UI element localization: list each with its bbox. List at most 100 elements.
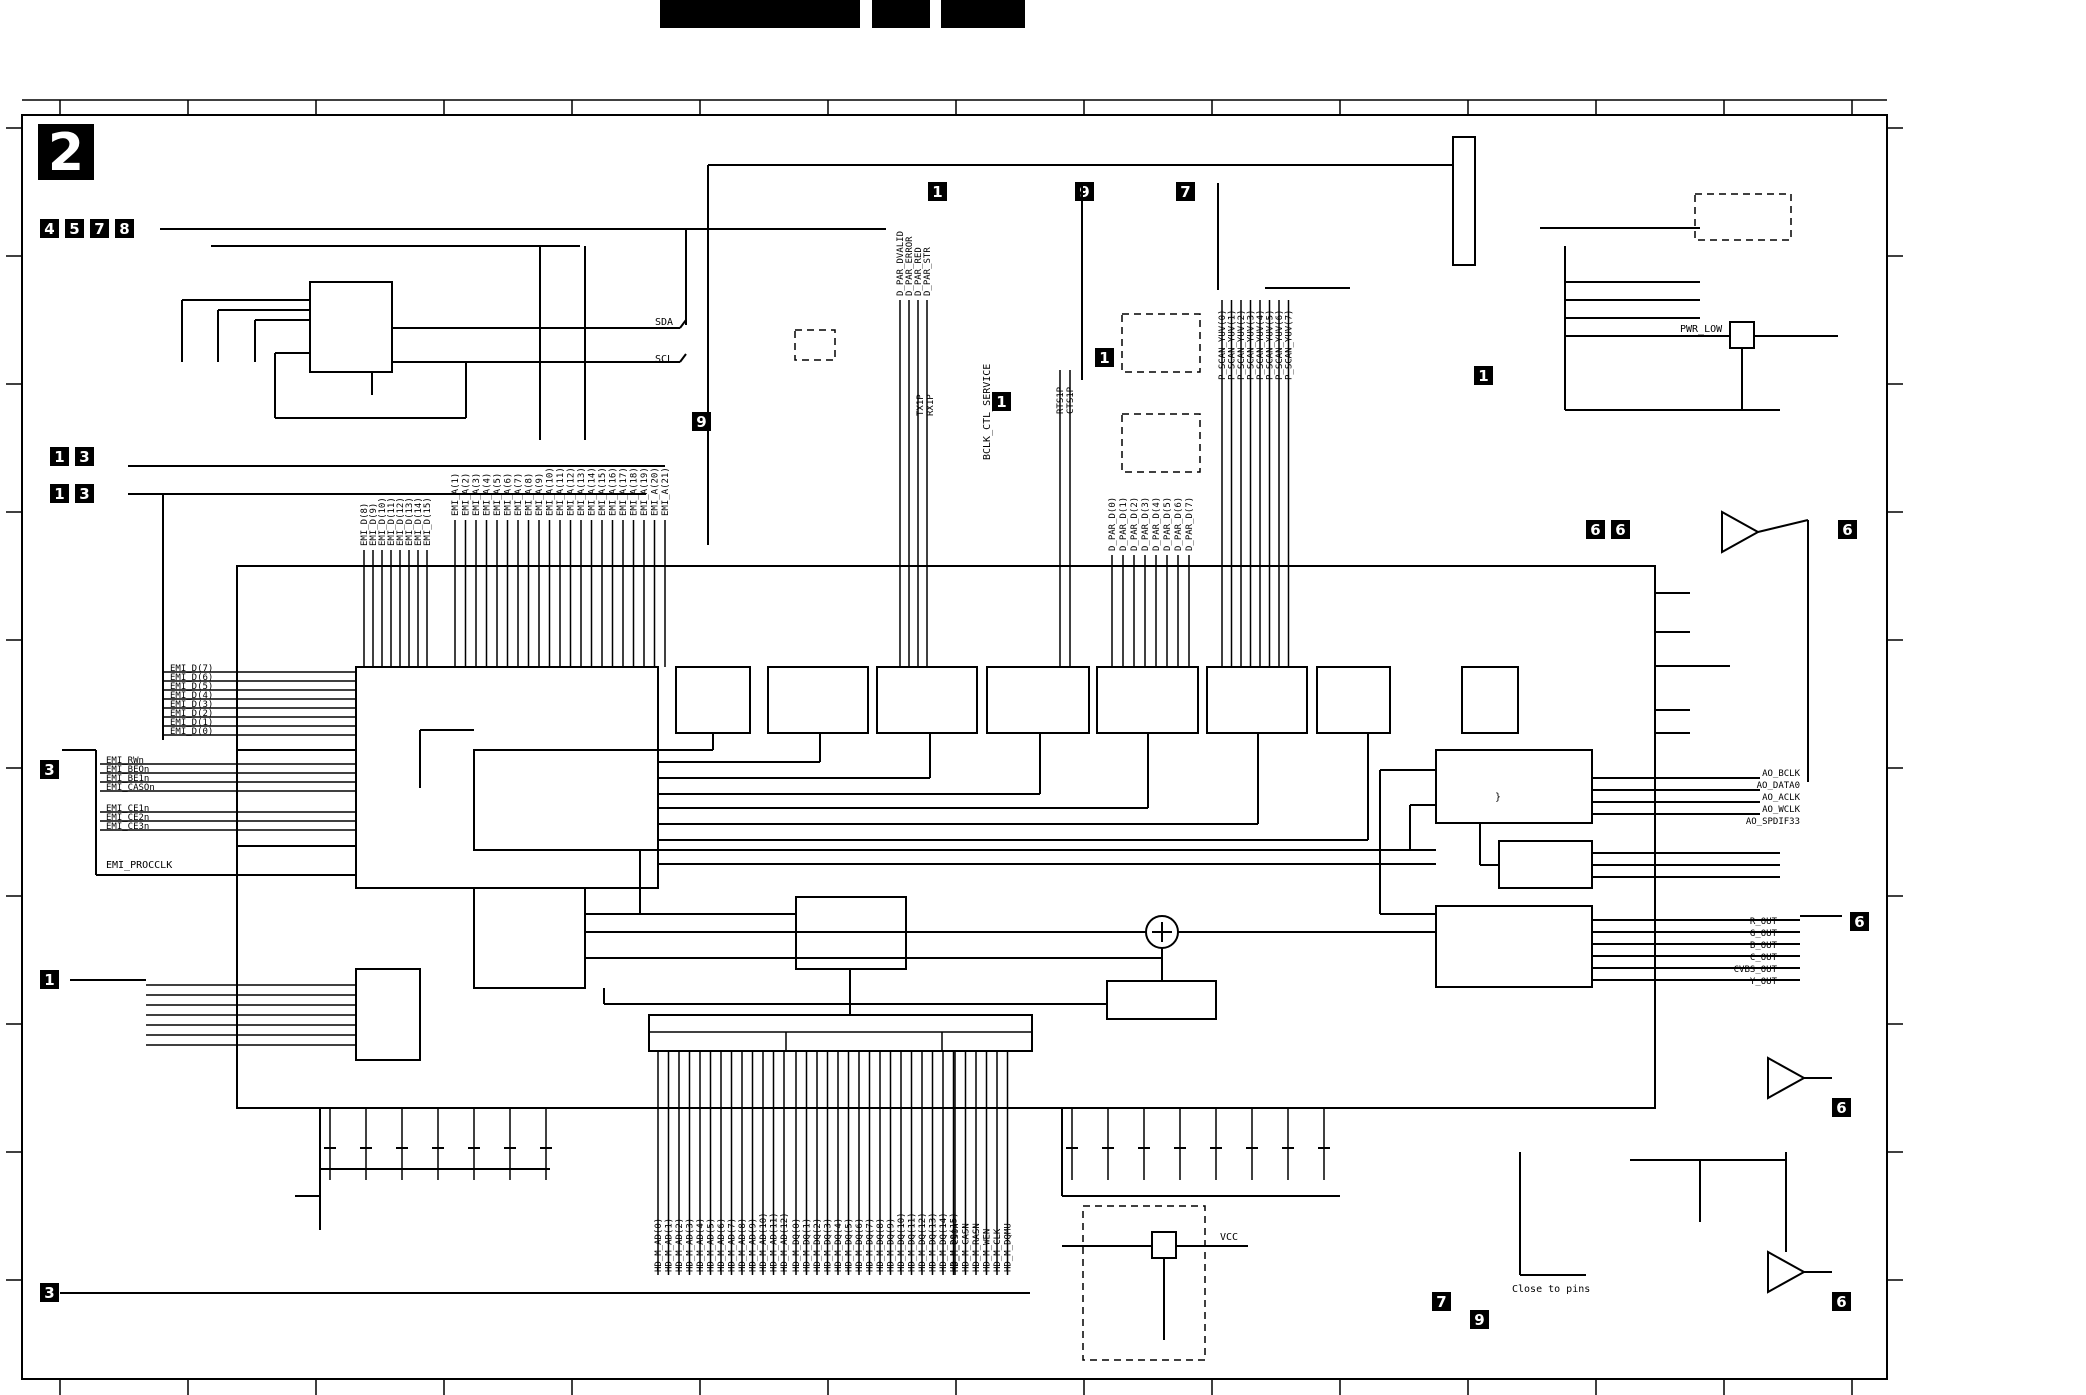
sdram-label: HD_M_AD(6) bbox=[717, 1218, 727, 1272]
badge-number: 6 bbox=[1590, 521, 1600, 539]
sdram-label: HD_M_DQ(0) bbox=[792, 1218, 802, 1272]
sdram-label: HD_M_CLK bbox=[993, 1228, 1003, 1272]
lmi-block bbox=[648, 1014, 1033, 1052]
badge-9-bottom: 9 bbox=[1470, 1310, 1489, 1329]
video-output-label: C_OUT bbox=[1750, 953, 1778, 963]
sdram-label: HD_M_CASN bbox=[962, 1223, 972, 1272]
resistor-array-outline-1 bbox=[1121, 313, 1201, 373]
video-output-label: B_OUT bbox=[1750, 941, 1778, 951]
emi-address-label: EMI_A(2) bbox=[462, 473, 472, 516]
badge-box bbox=[40, 970, 59, 989]
regulator-outline-top bbox=[1694, 193, 1792, 241]
emi-address-label: EMI_A(8) bbox=[525, 473, 535, 516]
badge-number: 1 bbox=[1099, 349, 1109, 367]
resistor-array-outline-2 bbox=[1121, 413, 1201, 473]
sdram-label: HD_M_AD(8) bbox=[738, 1218, 748, 1272]
badge-box bbox=[1075, 182, 1094, 201]
dpar-control-label: D_PAR_DVALID bbox=[896, 231, 906, 296]
dpar-data-label: D_PAR_D(1) bbox=[1119, 497, 1129, 551]
emi-address-label: EMI_A(11) bbox=[556, 467, 566, 516]
cross-reference-badges: 457819711191313166631366679 bbox=[40, 182, 1869, 1329]
badge-4578: 4 bbox=[40, 219, 59, 238]
emi-top-data-label: EMI_D(15) bbox=[423, 497, 433, 546]
sdram-label: HD_M_AD(3) bbox=[686, 1218, 696, 1272]
emi-top-data-label: EMI_D(10) bbox=[378, 497, 388, 546]
emi-top-data-label: EMI_D(8) bbox=[360, 503, 370, 546]
badge-number: 7 bbox=[1436, 1293, 1446, 1311]
badge-box bbox=[75, 484, 94, 503]
pio-block-8 bbox=[1461, 666, 1519, 734]
sdram-label: HD_M_WEN bbox=[983, 1229, 993, 1272]
badge-7-bottom: 7 bbox=[1432, 1292, 1451, 1311]
pio-block-2 bbox=[767, 666, 869, 734]
badge-box bbox=[992, 392, 1011, 411]
emi-address-label: EMI_A(13) bbox=[577, 467, 587, 516]
emi-address-label: EMI_A(17) bbox=[619, 467, 629, 516]
badge-box bbox=[1850, 912, 1869, 931]
sdram-label: HD_M_DQ(13) bbox=[929, 1212, 939, 1272]
badge-6-opamp1: 6 bbox=[1832, 1098, 1851, 1117]
badge-16-second: 6 bbox=[1611, 520, 1630, 539]
vcc-label: VCC bbox=[1220, 1232, 1238, 1243]
regulator-bottom bbox=[1151, 1231, 1177, 1259]
video-output-label: G_OUT bbox=[1750, 929, 1778, 939]
badge-box bbox=[928, 182, 947, 201]
video-output-label: R_OUT bbox=[1750, 917, 1778, 927]
sdram-label: HD_M_DQMU bbox=[1004, 1223, 1014, 1272]
sdram-label: HD_M_RASN bbox=[972, 1223, 982, 1272]
badge-number: 8 bbox=[119, 220, 129, 238]
small-block bbox=[355, 968, 421, 1061]
generated-labels: EMI_D(8)EMI_D(9)EMI_D(10)EMI_D(11)EMI_D(… bbox=[106, 231, 1801, 1272]
pscan-label: P_SCAN_YUV(2) bbox=[1237, 310, 1247, 380]
cpu-block bbox=[473, 887, 586, 989]
badge-number: 6 bbox=[1615, 521, 1625, 539]
emi-address-label: EMI_A(9) bbox=[535, 473, 545, 516]
badge-number: 1 bbox=[1478, 367, 1488, 385]
badge-1-mid: 1 bbox=[1095, 348, 1114, 367]
emi-address-label: EMI_A(7) bbox=[514, 473, 524, 516]
regulator-top bbox=[1729, 321, 1755, 349]
badge-number: 9 bbox=[696, 413, 706, 431]
dpar-data-label: D_PAR_D(7) bbox=[1185, 497, 1195, 551]
badge-box bbox=[1838, 520, 1857, 539]
badge-number: 7 bbox=[1180, 183, 1190, 201]
badge-number: 1 bbox=[54, 448, 64, 466]
badge-6-audio: 6 bbox=[1838, 520, 1857, 539]
sdram-label: HD_M_AD(9) bbox=[749, 1218, 759, 1272]
badge-9-top: 9 bbox=[1075, 182, 1094, 201]
sdram-label: HD_M_DQ(2) bbox=[813, 1218, 823, 1272]
badge-1-left: 1 bbox=[40, 970, 59, 989]
eeprom-chip bbox=[309, 281, 393, 373]
regulator-outline-bottom bbox=[1082, 1205, 1206, 1361]
pio-block-3 bbox=[876, 666, 978, 734]
connector-top-right bbox=[1452, 136, 1476, 266]
emi-address-label: EMI_A(21) bbox=[661, 467, 671, 516]
emi-top-data-label: EMI_D(9) bbox=[369, 503, 379, 546]
badge-13-a: 1 bbox=[50, 447, 69, 466]
audio-output-label: AO_ACLK bbox=[1762, 793, 1801, 803]
pscan-label: P_SCAN_YUV(7) bbox=[1285, 310, 1295, 380]
badge-box bbox=[1611, 520, 1630, 539]
badge-box bbox=[1832, 1098, 1851, 1117]
emi-control-label: EMI_BEOn bbox=[106, 765, 149, 775]
pscan-label: P_SCAN_YUV(3) bbox=[1247, 310, 1257, 380]
pscan-label: P_SCAN_YUV(0) bbox=[1218, 310, 1228, 380]
badge-number: 9 bbox=[1079, 183, 1089, 201]
audio-output-label: AO_BCLK bbox=[1762, 769, 1801, 779]
badge-box bbox=[1586, 520, 1605, 539]
emi-control-label: EMI_BE1n bbox=[106, 774, 149, 784]
badge-13-b: 3 bbox=[75, 484, 94, 503]
pio-block-5 bbox=[1096, 666, 1199, 734]
emi-top-data-label: EMI_D(12) bbox=[396, 497, 406, 546]
internal-blocks: } bbox=[355, 666, 1593, 1061]
title-bar-segment bbox=[872, 0, 930, 28]
sdram-label: HD_M_DQ(3) bbox=[824, 1218, 834, 1272]
pscan-label: P_SCAN_YUV(4) bbox=[1256, 310, 1266, 380]
video-output-label: Y_OUT bbox=[1750, 977, 1778, 987]
badge-box bbox=[40, 219, 59, 238]
badge-13-a: 3 bbox=[75, 447, 94, 466]
emi-address-label: EMI_A(12) bbox=[567, 467, 577, 516]
uart-label: RX1P bbox=[926, 394, 936, 416]
badge-16: 6 bbox=[1586, 520, 1605, 539]
